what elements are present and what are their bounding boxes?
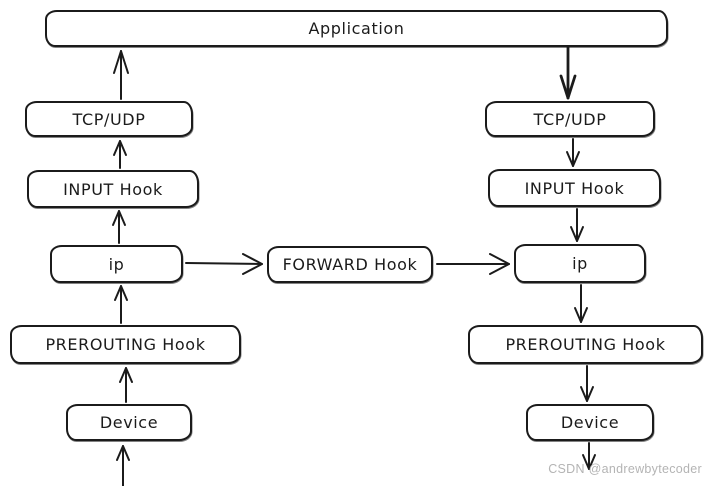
node-prerouting-hook-right: PREROUTING Hook bbox=[468, 325, 703, 364]
arrow-external-to-device-left bbox=[116, 445, 130, 486]
arrow-prerouting-left-to-ip-left bbox=[114, 285, 128, 324]
node-tcp-udp-left: TCP/UDP bbox=[25, 101, 193, 137]
node-device-left: Device bbox=[66, 404, 192, 441]
node-input-hook-left: INPUT Hook bbox=[27, 170, 199, 208]
arrow-ip-left-to-forward-hook bbox=[185, 253, 263, 275]
node-device-right: Device bbox=[526, 404, 654, 441]
arrow-ip-right-to-prerouting-right bbox=[574, 284, 588, 323]
arrow-input-left-to-tcp-left bbox=[113, 140, 127, 169]
node-input-hook-right: INPUT Hook bbox=[488, 169, 661, 207]
arrow-forward-hook-to-ip-right bbox=[436, 253, 510, 275]
arrow-application-to-tcp-right bbox=[559, 45, 577, 100]
arrow-input-right-to-ip-right bbox=[570, 208, 584, 242]
node-tcp-udp-right: TCP/UDP bbox=[485, 101, 655, 137]
arrow-prerouting-right-to-device-right bbox=[580, 365, 594, 402]
arrow-tcp-right-to-input-right bbox=[566, 138, 580, 167]
node-forward-hook: FORWARD Hook bbox=[267, 246, 433, 283]
arrow-tcp-left-to-application bbox=[113, 50, 129, 100]
arrow-ip-left-to-input-left bbox=[112, 210, 126, 244]
csdn-watermark: CSDN @andrewbytecoder bbox=[548, 462, 702, 476]
node-prerouting-hook-left: PREROUTING Hook bbox=[10, 325, 241, 364]
node-application: Application bbox=[45, 10, 668, 47]
node-ip-right: ip bbox=[514, 244, 646, 283]
node-ip-left: ip bbox=[50, 245, 183, 283]
arrow-device-left-to-prerouting-left bbox=[119, 367, 133, 403]
